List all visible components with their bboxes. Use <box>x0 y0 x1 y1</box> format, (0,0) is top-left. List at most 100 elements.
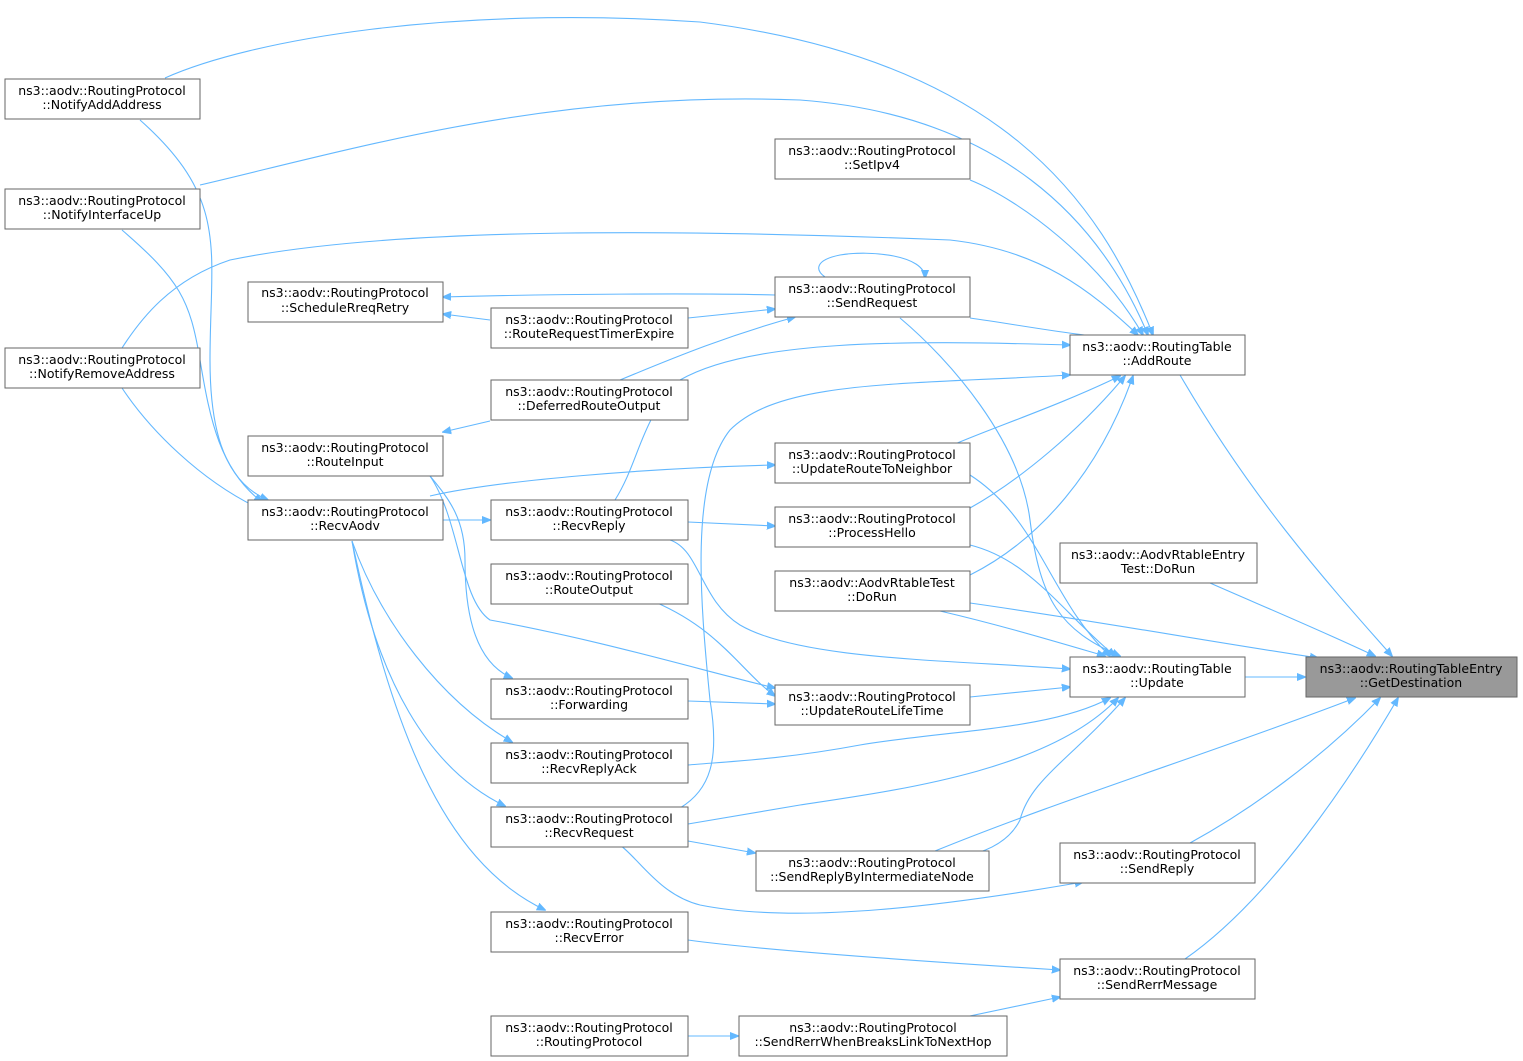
node-label-line1: ns3::aodv::RoutingProtocol <box>788 143 956 158</box>
edge-recvaodv-forwarding <box>429 475 512 678</box>
edge-sendrepim-update <box>969 698 1125 856</box>
edges <box>121 17 1398 1036</box>
node-label-line1: ns3::aodv::RoutingProtocol <box>18 193 186 208</box>
node-label-line2: ::ScheduleRreqRetry <box>281 300 410 315</box>
node-label-line2: Test::DoRun <box>1120 561 1195 576</box>
node-label-line2: ::NotifyInterfaceUp <box>43 207 161 222</box>
node-update-route-lifetime[interactable]: ns3::aodv::RoutingProtocol ::UpdateRoute… <box>774 684 971 726</box>
node-routing-table-add-route[interactable]: ns3::aodv::RoutingTable ::AddRoute <box>1069 334 1246 376</box>
node-recv-reply-ack[interactable]: ns3::aodv::RoutingProtocol ::RecvReplyAc… <box>490 742 689 784</box>
node-label-line2: ::SendReply <box>1120 861 1195 876</box>
node-label-line2: ::Update <box>1130 675 1184 690</box>
node-label-line2: ::DeferredRouteOutput <box>518 398 661 413</box>
node-aodv-rtable-entry-test[interactable]: ns3::aodv::AodvRtableEntry Test::DoRun <box>1059 542 1258 584</box>
node-routing-table-update[interactable]: ns3::aodv::RoutingTable ::Update <box>1069 656 1246 698</box>
node-get-destination-root[interactable]: ns3::aodv::RoutingTableEntry ::GetDestin… <box>1305 656 1518 698</box>
node-label-line1: ns3::aodv::RoutingProtocol <box>505 811 673 826</box>
node-label-line1: ns3::aodv::RoutingProtocol <box>261 440 429 455</box>
node-label-line2: ::NotifyRemoveAddress <box>29 366 175 381</box>
node-notify-remove-address[interactable]: ns3::aodv::RoutingProtocol ::NotifyRemov… <box>4 347 201 389</box>
node-label-line2: ::RouteOutput <box>545 582 633 597</box>
edge-hello-addroute <box>969 376 1125 509</box>
node-send-request[interactable]: ns3::aodv::RoutingProtocol ::SendRequest <box>774 276 971 318</box>
node-recv-error[interactable]: ns3::aodv::RoutingProtocol ::RecvError <box>490 911 689 953</box>
edge-aodvtest-addroute <box>969 376 1133 576</box>
node-label-line1: ns3::aodv::RoutingProtocol <box>1073 847 1241 862</box>
node-recv-aodv[interactable]: ns3::aodv::RoutingProtocol ::RecvAodv <box>247 499 444 541</box>
node-label-line2: ::Forwarding <box>550 697 628 712</box>
edge-sendrequest-sched <box>443 294 776 297</box>
node-label-line2: ::RecvReply <box>552 518 626 533</box>
node-label-line1: ns3::aodv::RoutingProtocol <box>261 285 429 300</box>
node-route-input[interactable]: ns3::aodv::RoutingProtocol ::RouteInput <box>247 435 444 477</box>
edge-updlife-update <box>969 687 1070 698</box>
node-route-output[interactable]: ns3::aodv::RoutingProtocol ::RouteOutput <box>490 563 689 605</box>
edge-recvreply-addroute <box>614 343 1070 501</box>
node-label-line2: ::UpdateRouteLifeTime <box>800 703 943 718</box>
edge-entrytest-getdest <box>1209 582 1375 656</box>
edge-notifyremove-addroute <box>121 232 1138 349</box>
node-forwarding[interactable]: ns3::aodv::RoutingProtocol ::Forwarding <box>490 678 689 720</box>
node-label-line1: ns3::aodv::RoutingProtocol <box>505 916 673 931</box>
node-label-line2: ::SendReplyByIntermediateNode <box>770 869 974 884</box>
node-label-line2: ::RecvRequest <box>544 825 633 840</box>
edge-recverror-sendrerr <box>687 939 1060 970</box>
edge-forwarding-updlife <box>687 701 775 704</box>
node-recv-reply[interactable]: ns3::aodv::RoutingProtocol ::RecvReply <box>490 499 689 541</box>
edge-sendreply-getdest <box>1189 698 1380 844</box>
node-label-line1: ns3::aodv::RoutingTable <box>1082 661 1232 676</box>
edge-sendrerr-getdest <box>1184 698 1398 960</box>
node-label-line1: ns3::aodv::RoutingTable <box>1082 339 1232 354</box>
edge-deferred-routeinput <box>443 420 491 432</box>
node-label-line1: ns3::aodv::RoutingProtocol <box>261 504 429 519</box>
node-label-line1: ns3::aodv::RoutingProtocol <box>505 747 673 762</box>
edge-rreqtimer-sendrequest <box>687 309 775 319</box>
node-process-hello[interactable]: ns3::aodv::RoutingProtocol ::ProcessHell… <box>774 506 971 548</box>
node-recv-request[interactable]: ns3::aodv::RoutingProtocol ::RecvRequest <box>490 806 689 848</box>
node-label-line2: ::RouteRequestTimerExpire <box>504 326 675 341</box>
node-send-rerr-when-breaks-link[interactable]: ns3::aodv::RoutingProtocol ::SendRerrWhe… <box>738 1015 1008 1057</box>
node-send-reply-by-intermediate-node[interactable]: ns3::aodv::RoutingProtocol ::SendReplyBy… <box>755 850 990 892</box>
edge-routeoutput-updlife <box>654 601 775 696</box>
edge-notifyadd-addroute <box>164 17 1153 335</box>
node-label-line1: ns3::aodv::RoutingProtocol <box>788 447 956 462</box>
node-label-line1: ns3::aodv::RoutingProtocol <box>505 1020 673 1035</box>
node-routing-protocol[interactable]: ns3::aodv::RoutingProtocol ::RoutingProt… <box>490 1015 689 1057</box>
node-label-line1: ns3::aodv::RoutingProtocol <box>505 504 673 519</box>
node-notify-interface-up[interactable]: ns3::aodv::RoutingProtocol ::NotifyInter… <box>4 188 201 230</box>
node-schedule-rreq-retry[interactable]: ns3::aodv::RoutingProtocol ::ScheduleRre… <box>247 281 444 323</box>
edge-sendrequest-self <box>818 252 925 278</box>
node-aodv-rtable-test[interactable]: ns3::aodv::AodvRtableTest ::DoRun <box>774 570 971 612</box>
edge-notifyremove-recvaodv <box>121 387 258 508</box>
node-label-line2: ::SendRequest <box>827 295 918 310</box>
node-label-line1: ns3::aodv::RoutingProtocol <box>505 568 673 583</box>
node-label-line2: ::SetIpv4 <box>844 157 900 172</box>
node-update-route-to-neighbor[interactable]: ns3::aodv::RoutingProtocol ::UpdateRoute… <box>774 442 971 484</box>
node-label-line2: ::SendRerrWhenBreaksLinkToNextHop <box>754 1034 991 1049</box>
node-notify-add-address[interactable]: ns3::aodv::RoutingProtocol ::NotifyAddAd… <box>4 78 201 120</box>
edge-recvaodv-recvrequest <box>351 540 505 806</box>
edge-routeinput-updlife <box>429 475 775 688</box>
node-label-line1: ns3::aodv::RoutingProtocol <box>505 312 673 327</box>
edge-recvaodv-recverror <box>351 540 545 910</box>
node-label-line2: ::RecvReplyAck <box>541 761 637 776</box>
node-route-request-timer-expire[interactable]: ns3::aodv::RoutingProtocol ::RouteReques… <box>490 307 689 349</box>
node-label-line1: ns3::aodv::RoutingProtocol <box>505 384 673 399</box>
edge-notifyup-addroute <box>199 98 1148 335</box>
edge-updnbr-update <box>969 474 1110 656</box>
node-deferred-route-output[interactable]: ns3::aodv::RoutingProtocol ::DeferredRou… <box>490 379 689 421</box>
node-label-line2: ::ProcessHello <box>828 525 916 540</box>
edge-recvrequest-sendrepim <box>687 840 755 853</box>
edge-recvreply-update <box>669 539 1070 669</box>
edge-updnbr-addroute <box>954 376 1120 445</box>
edge-rreqtimer-sched <box>443 314 491 321</box>
node-label-line2: ::RoutingProtocol <box>536 1034 643 1049</box>
node-label-line2: ::GetDestination <box>1360 675 1462 690</box>
node-send-reply[interactable]: ns3::aodv::RoutingProtocol ::SendReply <box>1059 842 1256 884</box>
node-set-ipv4[interactable]: ns3::aodv::RoutingProtocol ::SetIpv4 <box>774 138 971 180</box>
node-label-line2: ::RouteInput <box>306 454 383 469</box>
edge-aodvtest-update <box>939 610 1105 656</box>
node-send-rerr-message[interactable]: ns3::aodv::RoutingProtocol ::SendRerrMes… <box>1059 958 1256 1000</box>
edge-hello-update <box>969 544 1115 656</box>
edge-breaks-sendrerr <box>964 997 1060 1018</box>
